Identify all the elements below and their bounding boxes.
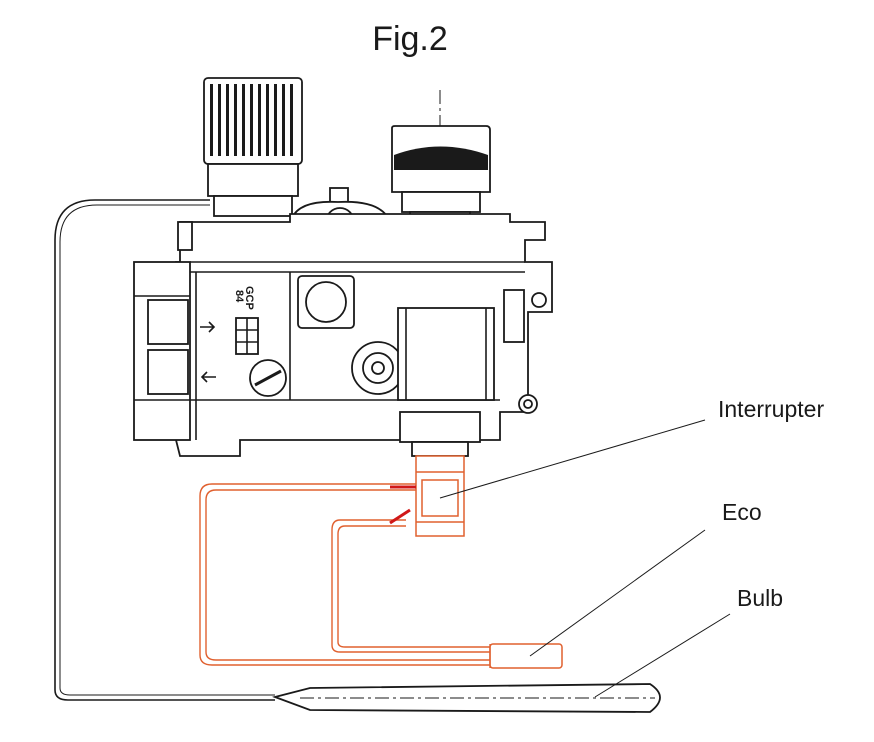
stamp-line2: 84 (233, 290, 245, 303)
central-housing (397, 307, 495, 457)
interrupter (415, 455, 465, 537)
flow-arrows (200, 321, 216, 383)
bulb-leader (594, 613, 731, 698)
label-eco: Eco (722, 499, 762, 525)
eco-wiring (199, 483, 490, 666)
stamp-line1: GCP (243, 286, 255, 310)
interrupter-leader (439, 419, 706, 499)
knob-ribs (210, 84, 293, 156)
adjustment-screw (249, 359, 287, 397)
bulb-sensor (271, 683, 661, 713)
figure-title: Fig.2 (372, 20, 448, 58)
control-knob (391, 125, 491, 225)
eco-leader (529, 529, 706, 657)
capillary-tube (54, 199, 275, 701)
oval-port (297, 275, 355, 329)
temperature-knob (203, 77, 303, 217)
pilot-fitting (351, 341, 405, 395)
model-stamp: GCP 84 (233, 286, 259, 355)
label-bulb: Bulb (737, 585, 783, 611)
eco-sensor (489, 643, 563, 669)
label-interrupter: Interrupter (718, 396, 824, 422)
